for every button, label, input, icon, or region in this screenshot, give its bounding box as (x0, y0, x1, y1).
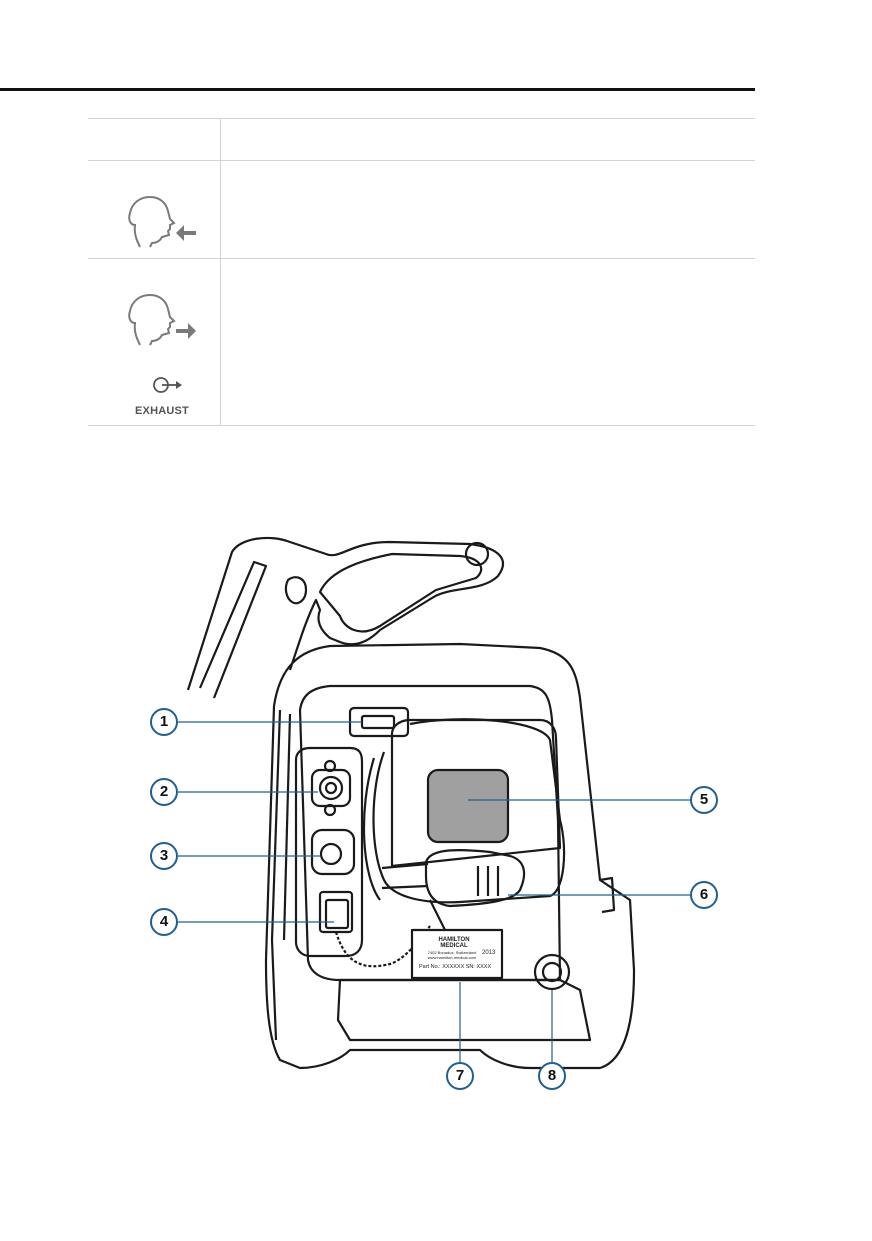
plate-year: 2013 (482, 950, 496, 956)
column-divider (220, 259, 221, 425)
column-divider (220, 119, 221, 161)
device-rear-figure: HAMILTON MEDICAL 7402 Bonaduz, Switzerla… (130, 520, 750, 1100)
callout-7: 7 (455, 1067, 465, 1084)
symbols-row-inspiratory (88, 160, 755, 259)
exhaust-label: EXHAUST (135, 405, 189, 417)
symbols-row-expiratory: EXHAUST (88, 258, 755, 426)
callout-4: 4 (159, 913, 169, 930)
device-illustration (150, 536, 718, 1090)
callout-5: 5 (699, 791, 709, 808)
patient-inspiratory-icon (126, 195, 206, 256)
callout-8: 8 (547, 1067, 557, 1084)
callout-2: 2 (159, 783, 169, 800)
exhaust-port-icon (152, 375, 184, 400)
device-label-plate: HAMILTON MEDICAL 7402 Bonaduz, Switzerla… (414, 933, 500, 977)
top-rule (0, 88, 755, 91)
symbols-header-row (88, 118, 755, 161)
callout-3: 3 (159, 847, 169, 864)
plate-address: 7402 Bonaduz, Switzerland www.hamilton-m… (427, 950, 477, 960)
plate-brand: HAMILTON MEDICAL (438, 937, 470, 949)
column-divider (220, 161, 221, 259)
callout-1: 1 (159, 713, 169, 730)
callout-6: 6 (699, 886, 709, 903)
plate-part-number: Part No.: XXXXXX SN: XXXX (419, 964, 492, 970)
patient-expiratory-icon (126, 293, 206, 354)
